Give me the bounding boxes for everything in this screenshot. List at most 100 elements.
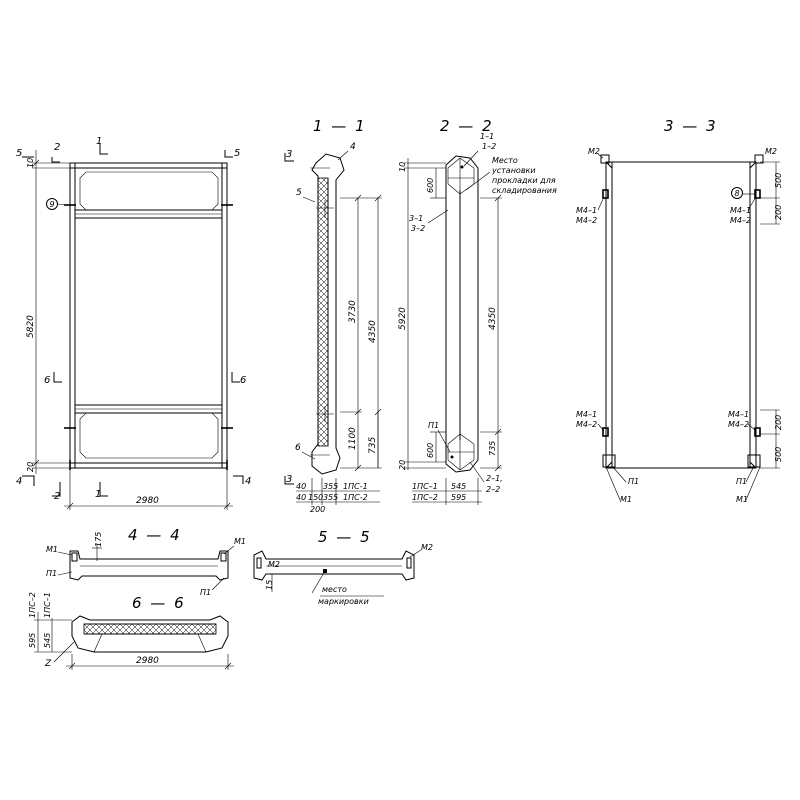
- s33-m1-right: M1: [736, 495, 748, 504]
- s55-marking-note: место маркировки: [318, 585, 369, 606]
- s22-dim-600-top: 600: [426, 178, 435, 193]
- s33-m4-2-bottom-left: M4–2: [576, 420, 597, 429]
- s22-storage-note: Место установки прокладки для складирова…: [491, 156, 557, 195]
- callout-9-label: 9: [50, 200, 55, 209]
- s11-label-6: 6: [295, 443, 301, 453]
- title-section-4-4: 4 — 4: [128, 526, 182, 544]
- s66-label-1ps-2: 1ПС–2: [28, 592, 37, 618]
- s11-label-3-bottom: 3: [286, 474, 292, 485]
- cut-1-bottom: 1: [95, 489, 101, 500]
- title-section-5-5: 5 — 5: [318, 528, 372, 546]
- s55-m2-right: M2: [421, 543, 433, 552]
- section-6-6: 1ПС–2 1ПС–1 595 545 Z 2980: [28, 592, 234, 670]
- svg-text:Место: Место: [492, 156, 518, 165]
- section-2-2: 1–1 1–2 Место установки прокладки для ск…: [398, 132, 557, 505]
- svg-text:прокладки для: прокладки для: [492, 176, 556, 185]
- s66-insulation: [83, 623, 217, 635]
- s11-row2-code: 1ПС-2: [343, 493, 368, 502]
- s66-dim-545: 545: [43, 633, 52, 648]
- s33-dim-500-bottom: 500: [774, 447, 783, 462]
- section-1-1: 3 4 5 6 3 3730 1100 4350 735 40 355: [284, 142, 382, 514]
- s22-dim-4350: 4350: [488, 307, 498, 330]
- title-section-1-1: 1 — 1: [313, 117, 367, 135]
- s44-dim-175: 175: [94, 532, 103, 547]
- callout-8-label: 8: [735, 189, 740, 198]
- s33-m4-1-top-left: M4–1: [576, 206, 597, 215]
- s22-dim-735: 735: [488, 441, 497, 456]
- cut-2-bottom: 2: [54, 491, 60, 502]
- s44-p1-right: П1: [200, 588, 211, 597]
- s66-dim-595: 595: [28, 633, 37, 648]
- s22-label-3-2: 3–2: [411, 224, 425, 233]
- s33-m2-right: M2: [765, 147, 777, 156]
- s66-dim-2980: 2980: [136, 656, 159, 666]
- s11-label-4: 4: [350, 142, 356, 152]
- dim-height-5820: 5820: [26, 315, 36, 338]
- s44-m1-right: M1: [234, 537, 246, 546]
- s22-dim-600-bottom: 600: [426, 443, 435, 458]
- s33-p1-left: П1: [628, 477, 639, 486]
- cut-4-right: 4: [245, 476, 251, 487]
- s33-dim-200-bottom: 200: [774, 415, 783, 430]
- s55-m2-left: M2: [268, 560, 280, 569]
- cut-4-left: 4: [16, 476, 22, 487]
- s33-m4-2-top-right: M4–2: [730, 216, 751, 225]
- s33-m1-left: M1: [620, 495, 632, 504]
- s55-dim-15: 15: [265, 580, 274, 590]
- s33-m4-1-bottom-right: M4–1: [728, 410, 749, 419]
- s22-row2-code: 1ПС–2: [412, 493, 438, 502]
- cut-5-left: 5: [16, 148, 22, 159]
- cut-1-top: 1: [96, 136, 102, 147]
- s22-row1-code: 1ПС–1: [412, 482, 438, 491]
- s11-row2-40: 40: [296, 493, 306, 502]
- s33-p1-right: П1: [736, 477, 747, 486]
- s11-dim-3730: 3730: [348, 300, 358, 323]
- s11-row2-355: 355: [323, 493, 338, 502]
- s33-dim-500-top: 500: [774, 173, 783, 188]
- s22-row2-595: 595: [451, 493, 466, 502]
- section-titles: 1 — 1 2 — 2 3 — 3 4 — 4 5 — 5 6 — 6: [128, 117, 718, 612]
- section-4-4: M1 П1 M1 П1 175: [46, 532, 246, 597]
- s22-label-p1: П1: [428, 421, 439, 430]
- panel-outline: [69, 162, 228, 469]
- dim-top-10: 10: [26, 158, 35, 168]
- front-elevation: 9 2 1 5 5 6 6 4 4 2 1 10 5820 20: [16, 136, 251, 510]
- s22-dim-bottom-20: 20: [398, 460, 407, 470]
- dim-bottom-20: 20: [26, 462, 35, 472]
- s22-label-3-1: 3–1: [409, 214, 423, 223]
- svg-text:складирования: складирования: [492, 186, 557, 195]
- callout-circle-8: [731, 187, 743, 199]
- s22-row1-545: 545: [451, 482, 466, 491]
- s66-label-1ps-1: 1ПС–1: [43, 592, 52, 618]
- insulation-layer: [317, 177, 329, 447]
- dim-width-2980: 2980: [136, 496, 159, 506]
- s44-m1-left: M1: [46, 545, 58, 554]
- s33-outline: [605, 161, 757, 469]
- s66-label-z: Z: [44, 659, 52, 669]
- s11-row1-355: 355: [323, 482, 338, 491]
- svg-text:установки: установки: [491, 166, 536, 175]
- s11-label-5: 5: [296, 188, 302, 198]
- s11-dim-735: 735: [368, 437, 378, 454]
- s11-row1-code: 1ПС-1: [343, 482, 368, 491]
- s33-dim-200-top: 200: [774, 205, 783, 220]
- cut-5-right: 5: [234, 148, 240, 159]
- s11-label-3-top: 3: [286, 149, 292, 160]
- svg-text:маркировки: маркировки: [318, 597, 369, 606]
- s11-dim-200: 200: [310, 505, 325, 514]
- s22-dim-5920: 5920: [398, 307, 408, 330]
- section-5-5: M2 M2 место маркировки 15: [253, 543, 433, 606]
- s22-dim-top-10: 10: [398, 162, 407, 172]
- title-section-3-3: 3 — 3: [664, 117, 718, 135]
- s22-label-2-1: 2–1,: [486, 474, 503, 483]
- title-section-2-2: 2 — 2: [440, 117, 494, 135]
- s33-m4-2-top-left: M4–2: [576, 216, 597, 225]
- s22-label-1-1: 1–1: [480, 132, 494, 141]
- s44-p1-left: П1: [46, 569, 57, 578]
- s22-label-2-2: 2–2: [486, 485, 500, 494]
- s11-dim-1100: 1100: [348, 427, 358, 450]
- s11-row1-40: 40: [296, 482, 306, 491]
- title-section-6-6: 6 — 6: [132, 594, 186, 612]
